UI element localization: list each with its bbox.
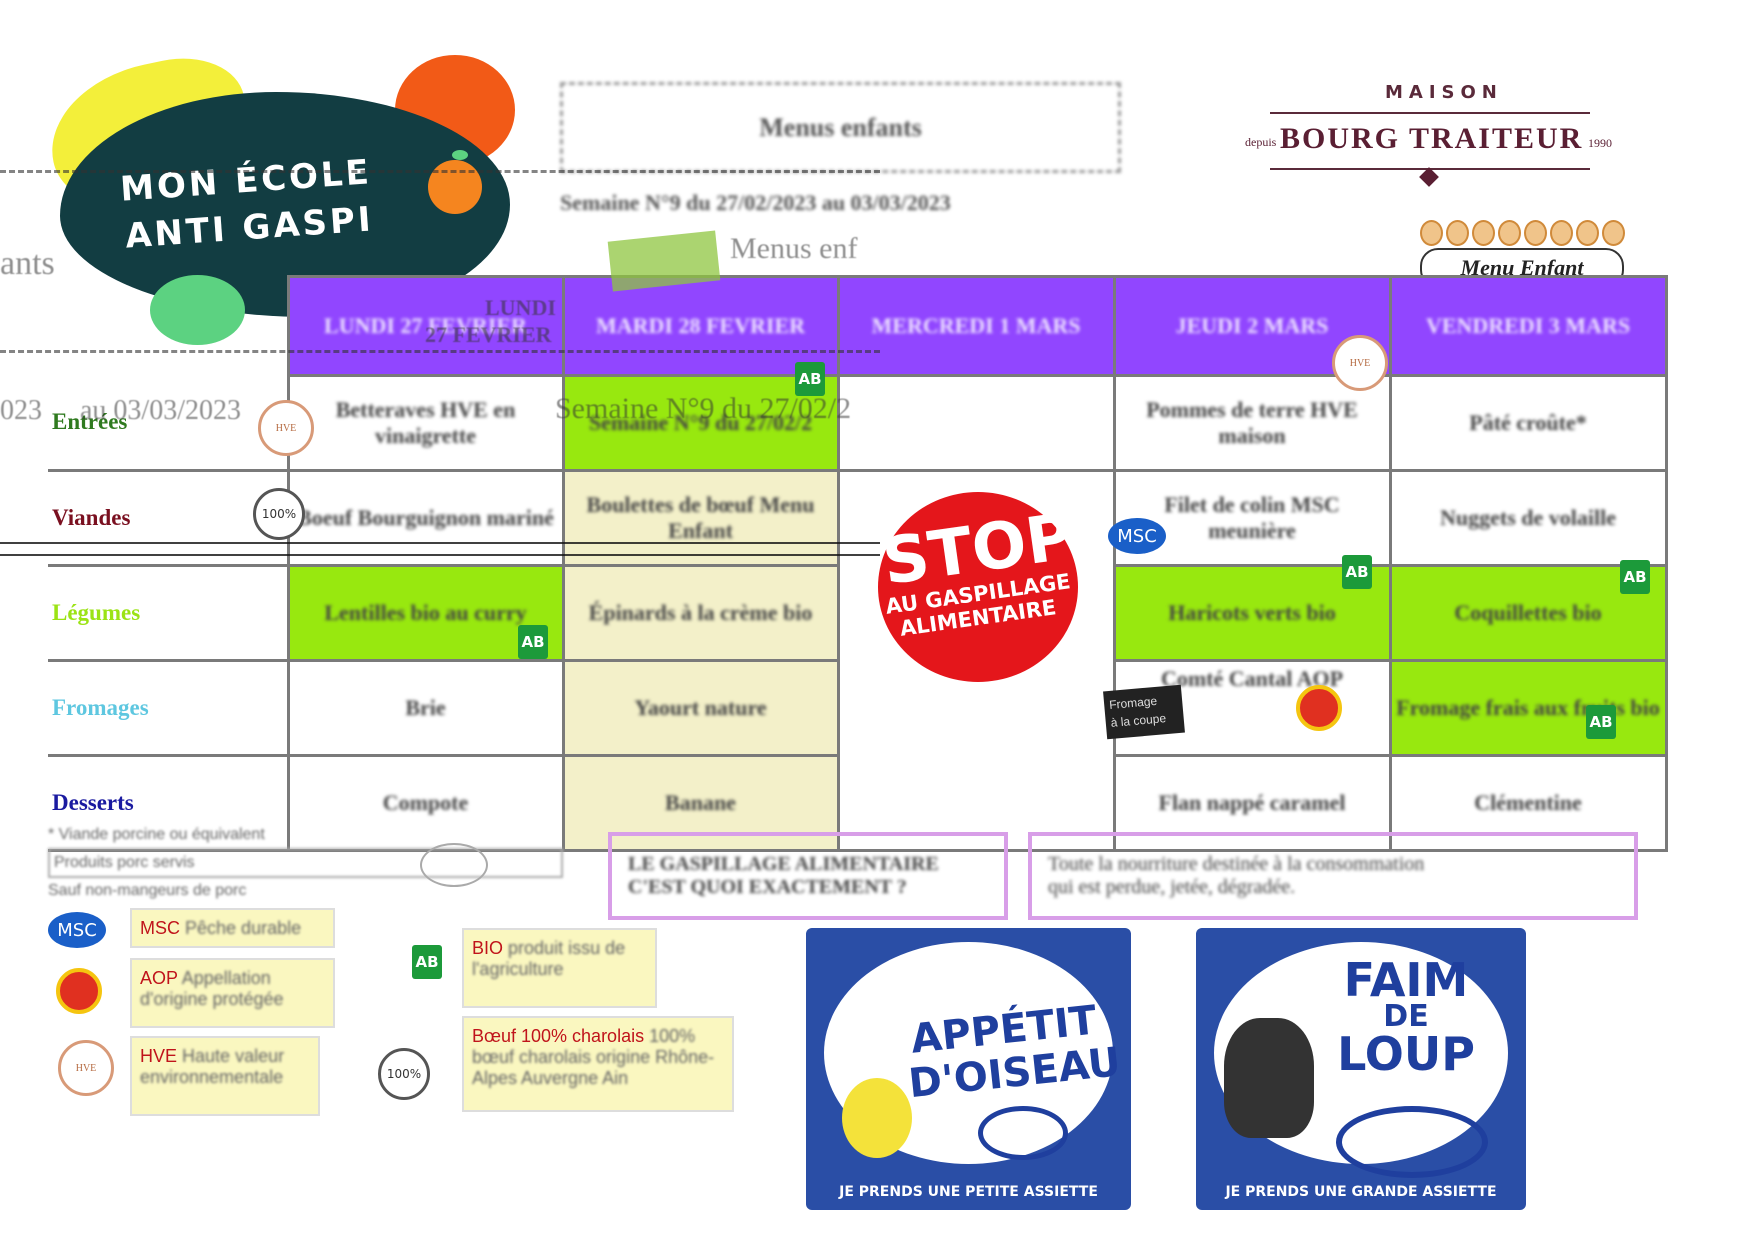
orange-fruit-icon [428, 160, 482, 214]
organic-ab-icon: AB [1342, 555, 1372, 589]
leaf-icon [452, 150, 468, 160]
msc-icon: MSC [1108, 518, 1166, 554]
organic-ab-icon: AB [1586, 705, 1616, 739]
brand-maison: MAISON [1385, 82, 1503, 103]
header-day: MERCREDI 1 MARS [836, 275, 1116, 377]
menu-cell: Nuggets de volaille [1388, 469, 1668, 567]
wolf-icon [1224, 1018, 1314, 1138]
category-desserts: Desserts [48, 755, 288, 852]
logo-green-blob [150, 275, 245, 345]
menu-cell: Compote [286, 754, 565, 852]
aop-icon [56, 968, 102, 1014]
category-legumes: Légumes [48, 565, 288, 662]
ghost-rule-double [0, 542, 880, 556]
category-fromages: Fromages [48, 660, 288, 757]
ghost-rule [0, 350, 880, 353]
legend-boeuf-charolais: Bœuf 100% charolais 100% bœuf charolais … [462, 1016, 734, 1112]
ghost-text-ants: ants [0, 245, 55, 282]
legend-bio: BIO produit issu de l'agriculture [462, 928, 657, 1008]
hve-icon: HVE [1332, 335, 1388, 391]
menu-cell: Fromage frais aux fruits bio [1388, 659, 1668, 757]
category-entrees: Entrées [48, 375, 288, 472]
ghost-text-semaine: Semaine N°9 du 27/02/2 [555, 392, 852, 425]
organic-ab-icon: AB [1620, 560, 1650, 594]
ghost-text-lundi: LUNDI [485, 295, 556, 320]
week-range: Semaine N°9 du 27/02/2023 au 03/03/2023 [560, 190, 951, 215]
footnote: * Viande porcine ou équivalent Produits … [48, 822, 563, 904]
table-header-row: LUNDI 27 FEVRIER MARDI 28 FEVRIER MERCRE… [48, 275, 1668, 377]
menu-cell: Yaourt nature [561, 659, 840, 757]
ghost-text-menus: Menus enf [730, 232, 858, 265]
menu-cell: Épinards à la crème bio [561, 564, 840, 662]
table-row: Viandes Boeuf Bourguignon mariné Boulett… [48, 469, 1668, 567]
info-box-question: LE GASPILLAGE ALIMENTAIRE C'EST QUOI EXA… [608, 832, 1008, 920]
organic-ab-icon: AB [518, 625, 548, 659]
ghost-text-dates-mid: au 03/03/2023 [80, 395, 241, 426]
msc-icon: MSC [48, 912, 106, 948]
table-row: Fromages Brie Yaourt nature Comté Cantal… [48, 659, 1668, 757]
header-day: MARDI 28 FEVRIER [561, 275, 840, 377]
menu-cell: Pommes de terre HVE maison [1112, 374, 1392, 472]
organic-ab-icon: AB [412, 945, 442, 979]
menu-cell: Boeuf Bourguignon mariné [286, 469, 565, 567]
ghost-text-fev: 27 FEVRIER [425, 322, 552, 347]
menu-cell: Betteraves HVE en vinaigrette [286, 374, 565, 472]
table-row: Entrées Betteraves HVE en vinaigrette Se… [48, 374, 1668, 472]
header-day: JEUDI 2 MARS [1112, 275, 1392, 377]
info-box-definition: Toute la nourriture destinée à la consom… [1028, 832, 1638, 920]
title-box: Menus enfants [560, 82, 1121, 173]
small-plate-icon [978, 1106, 1068, 1160]
brand-depuis: depuis [1245, 135, 1277, 149]
table-row: Légumes Lentilles bio au curry Épinards … [48, 564, 1668, 662]
stop-gaspillage-badge: STOP AU GASPILLAGE ALIMENTAIRE [878, 492, 1078, 682]
organic-ab-icon: AB [795, 362, 825, 396]
charolais-icon: 100% [378, 1048, 430, 1100]
header-empty-cell [48, 277, 288, 376]
legend-msc: MSC Pêche durable [130, 908, 335, 948]
weekly-menu-table: LUNDI 27 FEVRIER MARDI 28 FEVRIER MERCRE… [48, 275, 1668, 852]
menu-cell: Brie [286, 659, 565, 757]
menu-cell: Semaine N°9 du 27/02/2 [561, 374, 840, 472]
brand-ornament-icon [1419, 167, 1439, 187]
brand-year: 1990 [1588, 136, 1612, 150]
menu-cell [836, 374, 1116, 472]
aop-icon [1296, 685, 1342, 731]
header-day: VENDREDI 3 MARS [1388, 275, 1668, 377]
ghost-text-dates-left: 023 [0, 395, 42, 426]
header-day: LUNDI 27 FEVRIER [286, 275, 565, 377]
category-viandes: Viandes [48, 470, 288, 567]
legend-hve: HVE Haute valeur environnementale [130, 1036, 320, 1116]
menu-cell: Filet de colin MSC meunière [1112, 469, 1392, 567]
kids-illustration [1420, 220, 1625, 250]
charolais-icon: 100% [253, 488, 305, 540]
menu-cell: Boulettes de bœuf Menu Enfant [561, 469, 840, 567]
menu-cell: Pâté croûte* [1388, 374, 1668, 472]
brand-rule-top [1270, 112, 1590, 114]
bird-icon [842, 1078, 912, 1158]
hve-icon: HVE [258, 400, 314, 456]
legend-aop: AOP Appellation d'origine protégée [130, 958, 335, 1028]
ghost-rule [0, 170, 880, 173]
poster-appetit-oiseau: APPÉTIT D'OISEAU JE PRENDS UNE PETITE AS… [806, 928, 1131, 1210]
hve-icon: HVE [58, 1040, 114, 1096]
large-plate-icon [1336, 1106, 1488, 1178]
table-row: Desserts Compote Banane Flan nappé caram… [48, 754, 1668, 852]
poster-faim-loup: FAIM DE LOUP JE PRENDS UNE GRANDE ASSIET… [1196, 928, 1526, 1210]
pork-icon [420, 843, 488, 887]
brand-name: BOURG TRAITEUR [1280, 122, 1584, 155]
